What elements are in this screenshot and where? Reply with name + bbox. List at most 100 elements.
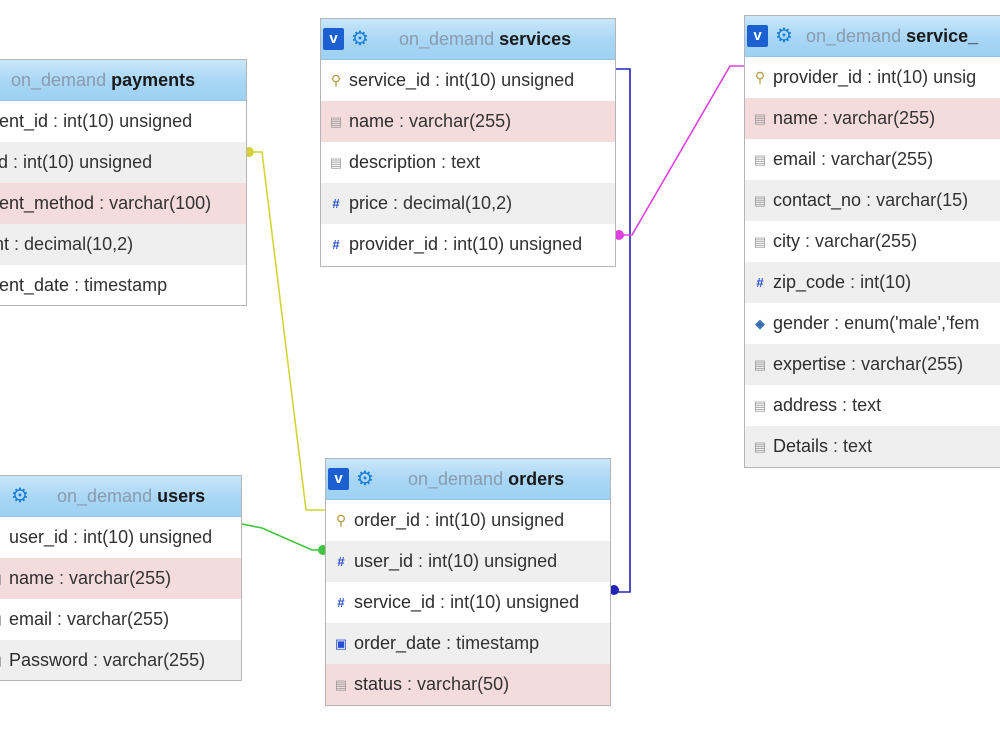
column-row-status[interactable]: ▤status : varchar(50) [326,664,610,705]
column-type: int(10) unsigned [428,551,558,571]
key-icon: ⚲ [330,72,342,88]
relation-line-services-providers[interactable] [616,65,744,236]
toggle-button[interactable]: v [328,468,349,490]
column-name: order_date [354,633,442,653]
column-type: timestamp [456,633,540,653]
column-type: int(10) unsigned [450,592,580,612]
column-row-service-id[interactable]: #service_id : int(10) unsigned [326,582,610,623]
column-name: email [9,609,53,629]
column-type: int(10) unsigned [453,234,583,254]
column-type: varchar(255) [67,609,170,629]
table-header[interactable]: on_demand payments [0,60,246,101]
column-separator: : [837,395,853,415]
table-header[interactable]: v ⚙ on_demand users [0,476,241,517]
column-separator: : [816,149,832,169]
column-row-name[interactable]: ▤name : varchar(255) [321,101,615,142]
column-type: varchar(15) [876,190,969,210]
column-separator: : [435,592,451,612]
toggle-button[interactable]: v [323,28,344,50]
column-type: varchar(255) [815,231,918,251]
table-users[interactable]: v ⚙ on_demand users ⚲user_id : int(10) u… [0,475,242,681]
gear-icon[interactable]: ⚙ [351,28,369,50]
column-row-ment-date[interactable]: ▣ment_date : timestamp [0,265,246,305]
key-icon: ⚲ [0,517,3,558]
table-title: on_demand service_ [806,16,978,56]
enum-icon: ◆ [755,316,765,331]
column-row-service-id[interactable]: ⚲service_id : int(10) unsigned [321,60,615,101]
number-icon: # [337,554,345,569]
gear-icon[interactable]: ⚙ [11,485,29,507]
column-name: service_id [354,592,436,612]
column-name: unt [0,234,10,254]
column-separator: : [818,108,834,128]
text-icon: ▤ [329,114,343,129]
column-name: expertise [773,354,847,374]
table-header[interactable]: v ⚙ on_demand services [321,19,615,60]
column-name: city [773,231,800,251]
column-row-id[interactable]: #_id : int(10) unsigned [0,142,246,183]
column-type: int(10) unsigned [23,152,153,172]
column-row-expertise[interactable]: ▤expertise : varchar(255) [745,344,1000,385]
text-icon: ▤ [753,152,767,167]
text-icon: ▤ [753,357,767,372]
text-icon: ▤ [753,439,767,454]
column-row-provider-id[interactable]: ⚲provider_id : int(10) unsig [745,57,1000,98]
relation-line-users-orders[interactable] [241,523,326,551]
column-type: timestamp [84,275,168,295]
column-row-order-date[interactable]: ▣order_date : timestamp [326,623,610,664]
table-services[interactable]: v ⚙ on_demand services ⚲service_id : int… [320,18,616,267]
column-row-email[interactable]: ▤email : varchar(255) [0,599,241,640]
column-row-gender[interactable]: ◆gender : enum('male','fem [745,303,1000,344]
column-row-provider-id[interactable]: #provider_id : int(10) unsigned [321,224,615,265]
database-name: on_demand [57,486,153,506]
database-name: on_demand [408,469,504,489]
text-icon: ▤ [753,234,767,249]
column-type: int(10) unsigned [435,510,565,530]
column-row-description[interactable]: ▤description : text [321,142,615,183]
column-separator: : [441,633,457,653]
column-row-password[interactable]: ▤Password : varchar(255) [0,640,241,680]
column-separator: : [413,551,429,571]
relation-line-payments-orders[interactable] [246,151,326,511]
column-row-price[interactable]: #price : decimal(10,2) [321,183,615,224]
column-name: ment_method [0,193,95,213]
column-row-email[interactable]: ▤email : varchar(255) [745,139,1000,180]
column-row-ment-method[interactable]: ▤ment_method : varchar(100) [0,183,246,224]
column-name: status [354,674,403,694]
table-orders[interactable]: v ⚙ on_demand orders ⚲order_id : int(10)… [325,458,611,706]
column-separator: : [388,193,404,213]
column-type: text [852,395,882,415]
relation-endpoint [614,230,624,240]
column-row-unt[interactable]: #unt : decimal(10,2) [0,224,246,265]
table-service-providers[interactable]: v ⚙ on_demand service_ ⚲provider_id : in… [744,15,1000,468]
database-name: on_demand [806,26,902,46]
column-row-address[interactable]: ▤address : text [745,385,1000,426]
column-separator: : [436,152,452,172]
column-separator: : [430,70,446,90]
column-type: int(10) unsig [877,67,977,87]
column-type: text [843,436,873,456]
column-row-user-id[interactable]: #user_id : int(10) unsigned [326,541,610,582]
text-icon: ▤ [0,640,3,680]
table-title: on_demand users [57,476,205,516]
gear-icon[interactable]: ⚙ [775,25,793,47]
column-separator: : [829,313,845,333]
column-row-city[interactable]: ▤city : varchar(255) [745,221,1000,262]
column-row-name[interactable]: ▤name : varchar(255) [745,98,1000,139]
toggle-button[interactable]: v [747,25,768,47]
column-row-ment-id[interactable]: ⚲ment_id : int(10) unsigned [0,101,246,142]
column-row-zip-code[interactable]: #zip_code : int(10) [745,262,1000,303]
table-payments[interactable]: on_demand payments ⚲ment_id : int(10) un… [0,59,247,306]
column-row-user-id[interactable]: ⚲user_id : int(10) unsigned [0,517,241,558]
column-type: varchar(255) [833,108,936,128]
gear-icon[interactable]: ⚙ [356,468,374,490]
column-separator: : [862,67,878,87]
column-separator: : [845,272,861,292]
relation-line-services-orders[interactable] [612,68,631,593]
column-row-contact-no[interactable]: ▤contact_no : varchar(15) [745,180,1000,221]
table-header[interactable]: v ⚙ on_demand orders [326,459,610,500]
table-header[interactable]: v ⚙ on_demand service_ [745,16,1000,57]
column-row-details[interactable]: ▤Details : text [745,426,1000,467]
column-row-order-id[interactable]: ⚲order_id : int(10) unsigned [326,500,610,541]
column-row-name[interactable]: ▤name : varchar(255) [0,558,241,599]
